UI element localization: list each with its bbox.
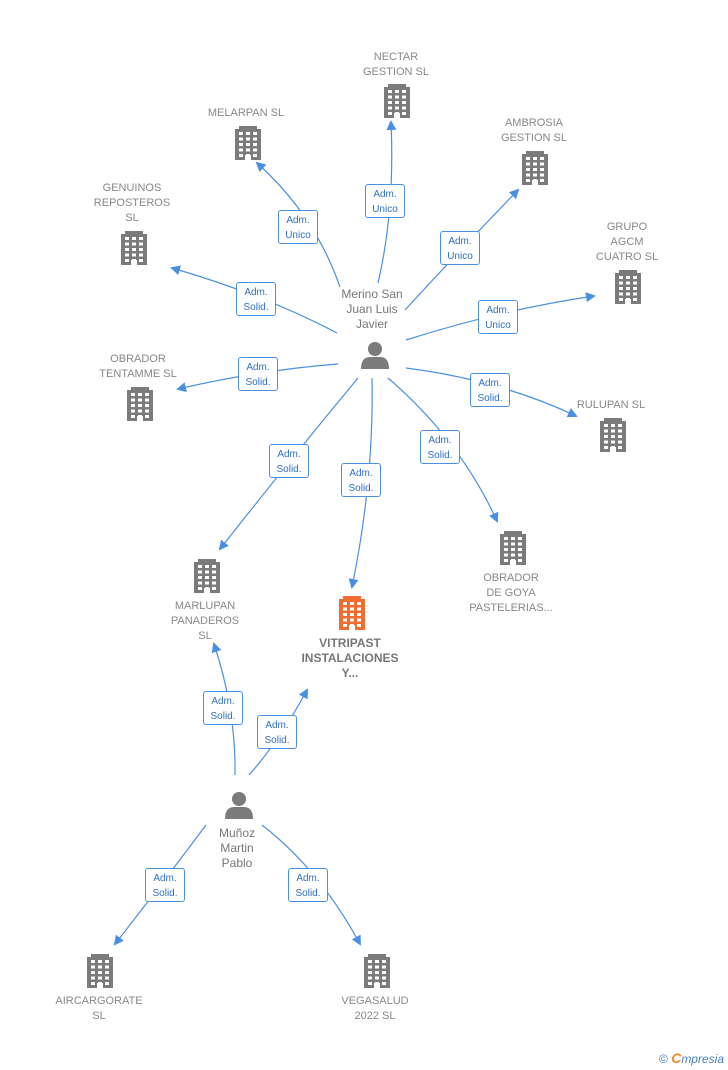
building-icon-aircargorate[interactable] xyxy=(87,954,113,988)
company-label-goya[interactable]: OBRADOR DE GOYA PASTELERIAS... xyxy=(469,572,553,614)
brand-first-letter: C xyxy=(671,1050,682,1066)
company-label-melarpan[interactable]: MELARPAN SL xyxy=(207,107,285,119)
company-label-vegasalud[interactable]: VEGASALUD 2022 SL xyxy=(341,995,409,1022)
edge-label-munoz-vitripast[interactable]: Adm. Solid. xyxy=(257,715,297,749)
company-label-nectar[interactable]: NECTAR GESTION SL xyxy=(362,51,430,78)
person-icon-merino[interactable] xyxy=(361,342,389,369)
building-icon-melarpan[interactable] xyxy=(235,126,261,160)
company-label-ambrosia[interactable]: AMBROSIA GESTION SL xyxy=(500,117,568,144)
building-icon-genuinos[interactable] xyxy=(121,231,147,265)
edge-label-munoz-vegasalud[interactable]: Adm. Solid. xyxy=(288,868,328,902)
person-label-merino[interactable]: Merino San Juan Luis Javier xyxy=(341,287,403,331)
edge-label-merino-vitripast[interactable]: Adm. Solid. xyxy=(341,463,381,497)
building-icon-marlupan[interactable] xyxy=(194,559,220,593)
company-label-vitripast[interactable]: VITRIPAST INSTALACIONES Y... xyxy=(301,636,399,680)
building-icon-rulupan[interactable] xyxy=(600,418,626,452)
empresia-logo[interactable]: © Cmpresia xyxy=(659,1050,724,1066)
edge-label-merino-melarpan[interactable]: Adm. Unico xyxy=(278,210,318,244)
edge-label-merino-ambrosia[interactable]: Adm. Unico xyxy=(440,231,480,265)
company-label-tentamme[interactable]: OBRADOR TENTAMME SL xyxy=(99,353,177,380)
edge-label-merino-goya[interactable]: Adm. Solid. xyxy=(420,430,460,464)
building-icon-tentamme[interactable] xyxy=(127,387,153,421)
copyright-symbol: © xyxy=(659,1052,668,1066)
company-label-genuinos[interactable]: GENUINOS REPOSTEROS SL xyxy=(93,182,171,224)
building-icon-vitripast[interactable] xyxy=(339,596,365,630)
edge-label-merino-genuinos[interactable]: Adm. Solid. xyxy=(236,282,276,316)
edge-label-munoz-marlupan[interactable]: Adm. Solid. xyxy=(203,691,243,725)
edge-label-merino-marlupan[interactable]: Adm. Solid. xyxy=(269,444,309,478)
edge-label-merino-tentamme[interactable]: Adm. Solid. xyxy=(238,357,278,391)
company-label-marlupan[interactable]: MARLUPAN PANADEROS SL xyxy=(170,600,240,642)
company-label-grupo[interactable]: GRUPO AGCM CUATRO SL xyxy=(595,221,659,263)
edge-label-merino-grupo[interactable]: Adm. Unico xyxy=(478,300,518,334)
company-label-aircargorate[interactable]: AIRCARGORATE SL xyxy=(55,995,143,1022)
building-icon-nectar[interactable] xyxy=(384,84,410,118)
company-label-rulupan[interactable]: RULUPAN SL xyxy=(576,399,646,411)
edge-label-merino-rulupan[interactable]: Adm. Solid. xyxy=(470,373,510,407)
building-icon-grupo[interactable] xyxy=(615,270,641,304)
edge-label-merino-nectar[interactable]: Adm. Unico xyxy=(365,184,405,218)
person-label-munoz[interactable]: Muñoz Martin Pablo xyxy=(218,826,256,870)
building-icon-ambrosia[interactable] xyxy=(522,151,548,185)
edge-label-munoz-aircargorate[interactable]: Adm. Solid. xyxy=(145,868,185,902)
brand-rest: mpresia xyxy=(681,1052,724,1066)
person-icon-munoz[interactable] xyxy=(225,792,253,819)
building-icon-vegasalud[interactable] xyxy=(364,954,390,988)
building-icon-goya[interactable] xyxy=(500,531,526,565)
